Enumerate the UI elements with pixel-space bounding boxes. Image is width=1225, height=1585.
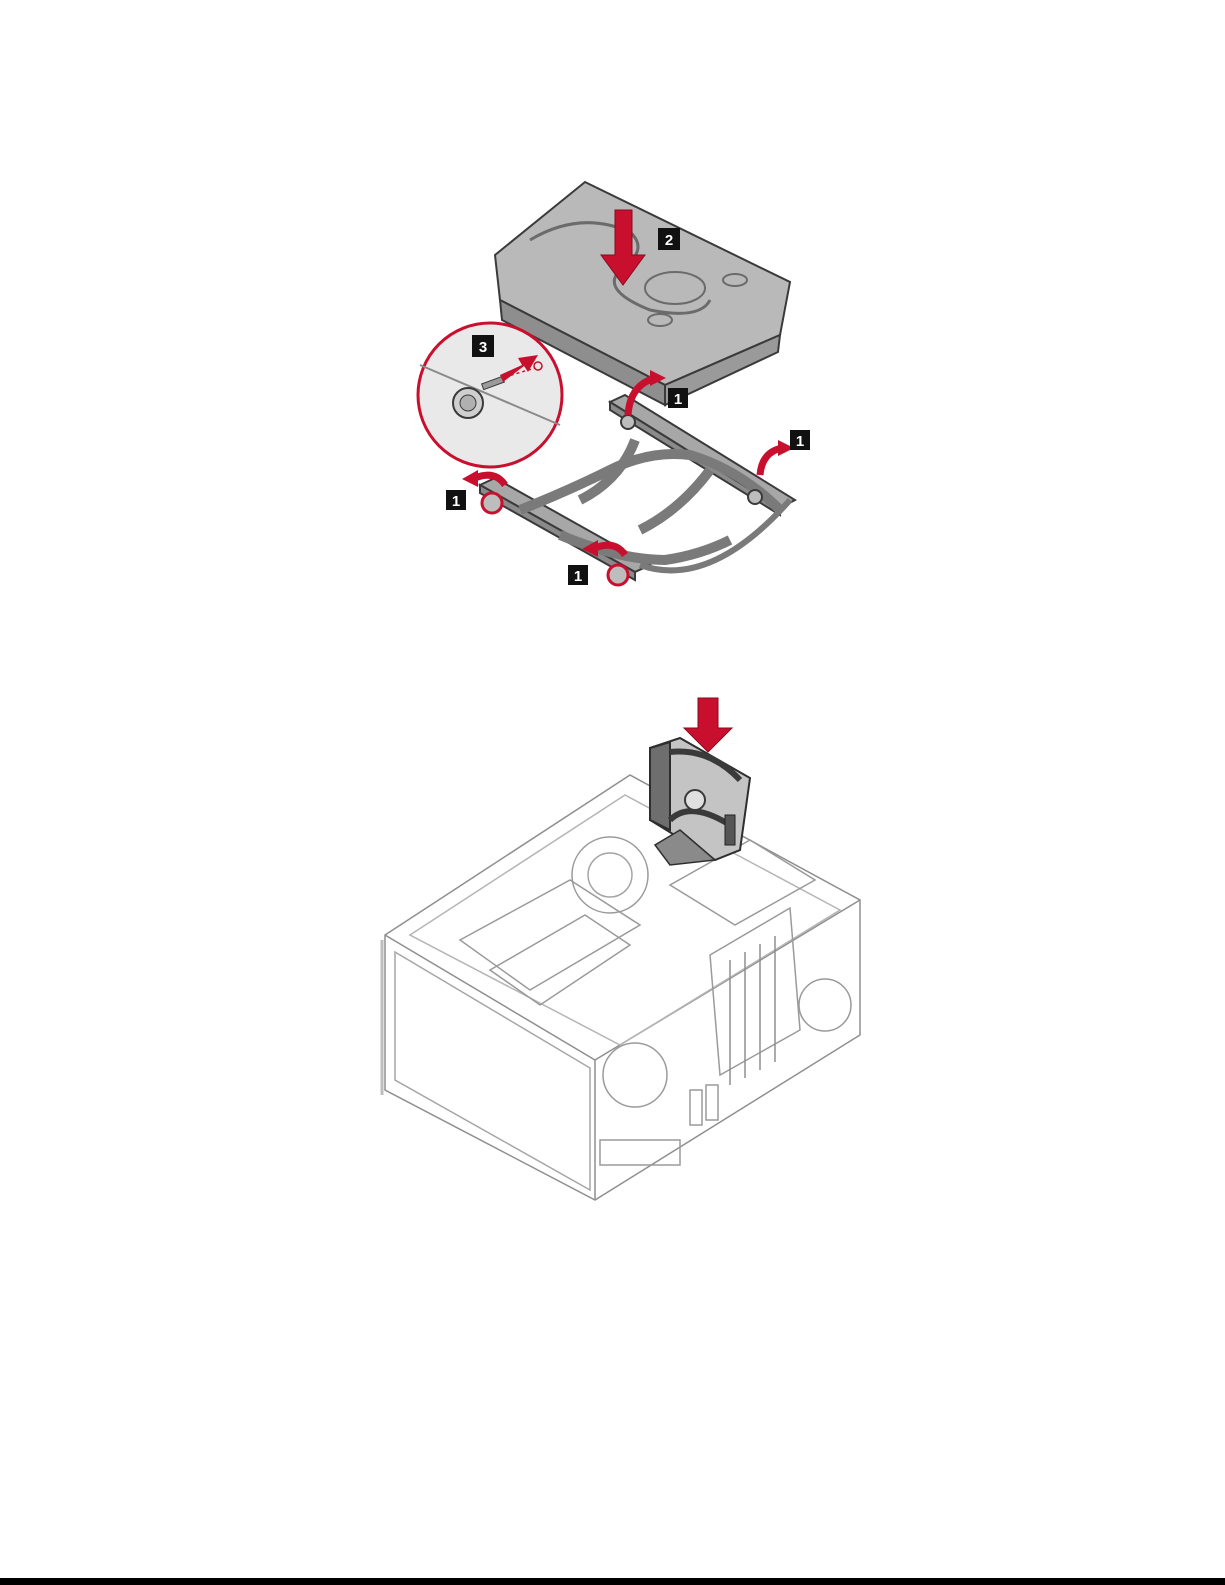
callout-badge-3: 3 bbox=[472, 335, 494, 357]
callout-label: 1 bbox=[796, 433, 804, 450]
page-footer-rule bbox=[0, 1578, 1225, 1585]
callout-badge-1: 1 bbox=[668, 388, 688, 408]
figure-drive-bracket-install: 2 3 bbox=[410, 170, 810, 610]
computer-chassis bbox=[382, 775, 860, 1200]
callout-label: 3 bbox=[479, 339, 487, 356]
callout-badge-2: 2 bbox=[658, 228, 680, 250]
callout-label: 1 bbox=[452, 493, 460, 510]
callout-label: 1 bbox=[574, 568, 582, 585]
drive-assembly bbox=[650, 738, 750, 865]
callout-label: 2 bbox=[665, 232, 673, 249]
callout-badge-1: 1 bbox=[790, 430, 810, 450]
callout-label: 1 bbox=[674, 391, 682, 408]
drive-bracket-illustration: 2 3 bbox=[410, 170, 810, 610]
chassis-illustration bbox=[370, 690, 880, 1220]
figure-chassis-install bbox=[370, 690, 880, 1220]
detail-magnifier: 3 bbox=[418, 323, 562, 467]
callout-badge-1: 1 bbox=[446, 490, 466, 510]
callout-badge-1: 1 bbox=[568, 565, 588, 585]
